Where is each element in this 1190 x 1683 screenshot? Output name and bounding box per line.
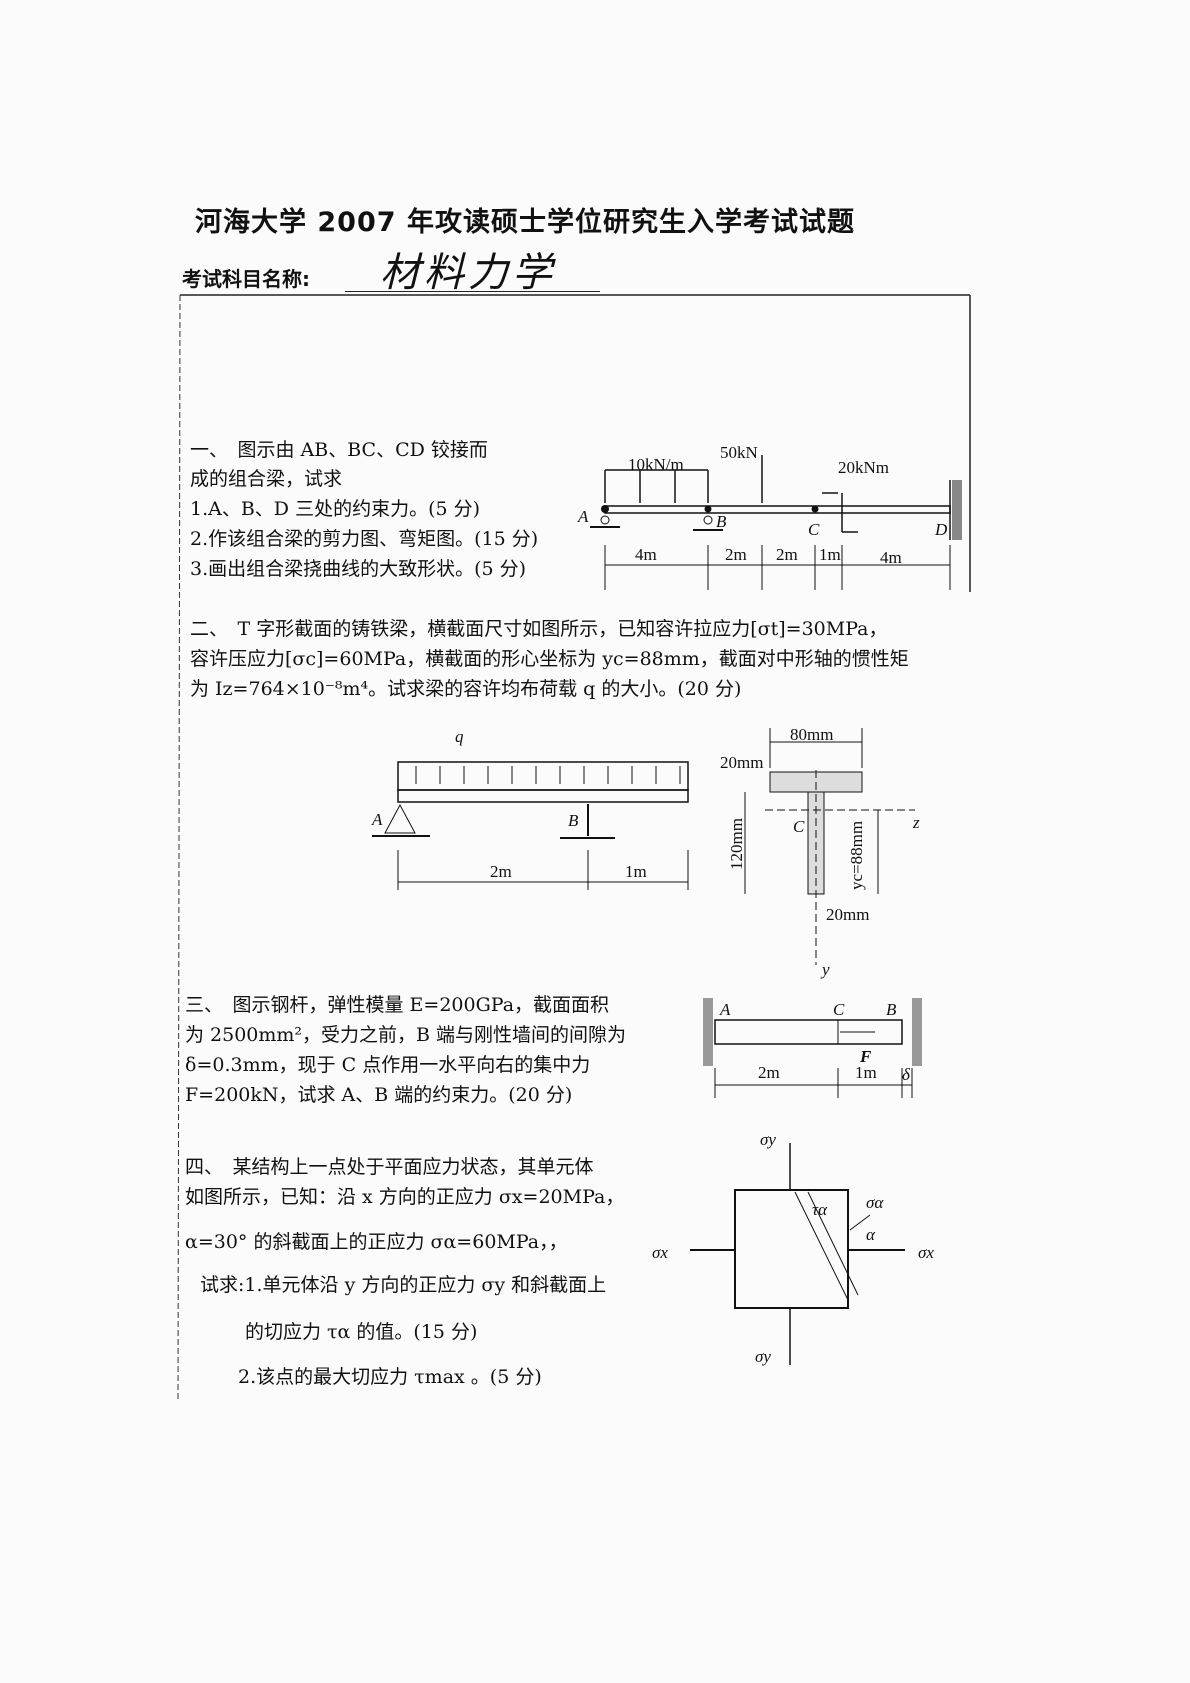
svg-text:C: C bbox=[793, 817, 805, 836]
svg-text:σα: σα bbox=[866, 1193, 884, 1212]
svg-text:A: A bbox=[371, 810, 383, 829]
svg-text:4m: 4m bbox=[635, 545, 657, 564]
figure-stress-element: σy σy σx σx σα τα α bbox=[652, 1130, 934, 1366]
svg-text:A: A bbox=[719, 1000, 731, 1019]
svg-text:yc=88mm: yc=88mm bbox=[847, 821, 866, 890]
svg-text:σx: σx bbox=[652, 1243, 668, 1262]
svg-text:2m: 2m bbox=[776, 545, 798, 564]
q3-line: δ=0.3mm，现于 C 点作用一水平向右的集中力 bbox=[185, 1054, 591, 1076]
svg-text:z: z bbox=[912, 813, 920, 832]
svg-text:20kNm: 20kNm bbox=[838, 458, 889, 477]
svg-text:1m: 1m bbox=[625, 862, 647, 881]
exam-title: 河海大学 2007 年攻读硕士学位研究生入学考试试题 bbox=[195, 207, 855, 238]
svg-text:20mm: 20mm bbox=[826, 905, 869, 924]
svg-text:2m: 2m bbox=[758, 1063, 780, 1082]
q4-line: 如图所示，已知：沿 x 方向的正应力 σx=20MPa， bbox=[185, 1186, 625, 1208]
svg-text:B: B bbox=[568, 811, 579, 830]
q4-line: 的切应力 τα 的值。(15 分) bbox=[245, 1321, 478, 1343]
svg-text:C: C bbox=[833, 1000, 845, 1019]
svg-text:1m: 1m bbox=[819, 545, 841, 564]
q4-line: α=30° 的斜截面上的正应力 σα=60MPa，， bbox=[185, 1231, 568, 1253]
svg-text:120mm: 120mm bbox=[727, 818, 746, 870]
svg-text:σx: σx bbox=[918, 1243, 934, 1262]
q2-line: 容许压应力[σc]=60MPa，横截面的形心坐标为 yc=88mm，截面对中形轴… bbox=[190, 648, 909, 670]
svg-text:2m: 2m bbox=[490, 862, 512, 881]
svg-text:10kN/m: 10kN/m bbox=[628, 455, 684, 474]
q2-line: 二、 T 字形截面的铸铁梁，横截面尺寸如图所示，已知容许拉应力[σt]=30MP… bbox=[190, 618, 888, 640]
svg-text:α: α bbox=[866, 1225, 876, 1244]
frame-left bbox=[177, 294, 181, 1401]
q3-line: 为 2500mm²，受力之前，B 端与刚性墙间的间隙为 bbox=[185, 1024, 627, 1046]
svg-text:2m: 2m bbox=[725, 545, 747, 564]
svg-text:A: A bbox=[577, 507, 589, 526]
svg-text:80mm: 80mm bbox=[790, 725, 833, 744]
svg-text:δ: δ bbox=[902, 1065, 911, 1084]
q1-line: 1.A、B、D 三处的约束力。(5 分) bbox=[190, 498, 481, 520]
svg-text:σy: σy bbox=[755, 1347, 771, 1366]
q3-line: F=200kN，试求 A、B 端的约束力。(20 分) bbox=[185, 1084, 573, 1106]
subject-label: 考试科目名称: bbox=[182, 267, 310, 291]
q3-line: 三、 图示钢杆，弹性模量 E=200GPa，截面面积 bbox=[185, 994, 610, 1016]
q4-line: 2.该点的最大切应力 τmax 。(5 分) bbox=[238, 1366, 542, 1388]
svg-text:q: q bbox=[455, 727, 464, 746]
q1-line: 2.作该组合梁的剪力图、弯矩图。(15 分) bbox=[190, 528, 539, 550]
svg-text:4m: 4m bbox=[880, 548, 902, 567]
svg-text:50kN: 50kN bbox=[720, 443, 758, 462]
svg-text:C: C bbox=[808, 520, 820, 539]
q4-line: 试求:1.单元体沿 y 方向的正应力 σy 和斜截面上 bbox=[200, 1274, 607, 1296]
q1-line: 3.画出组合梁挠曲线的大致形状。(5 分) bbox=[190, 558, 527, 580]
figure-compound-beam: 10kN/m 50kN 20kNm A B C D 4m 2m 2m 1m 4m bbox=[577, 443, 962, 590]
svg-text:σy: σy bbox=[760, 1130, 776, 1149]
wall-D bbox=[952, 480, 962, 540]
figure-t-beam: q A B 2m 1m 80mm 20mm 120mm z y C yc=88mm 2… bbox=[371, 725, 920, 979]
svg-text:20mm: 20mm bbox=[720, 753, 763, 772]
q4-line: 四、 某结构上一点处于平面应力状态，其单元体 bbox=[185, 1156, 594, 1178]
q1-line: 一、 图示由 AB、BC、CD 铰接而 bbox=[190, 439, 488, 461]
q1-line: 成的组合梁，试求 bbox=[190, 468, 343, 490]
svg-text:B: B bbox=[886, 1000, 897, 1019]
svg-text:1m: 1m bbox=[855, 1063, 877, 1082]
svg-text:F: F bbox=[859, 1047, 872, 1066]
figure-steel-bar: A C B F 2m 1m δ bbox=[703, 998, 922, 1098]
q2-line: 为 Iz=764×10⁻⁸m⁴。试求梁的容许均布荷载 q 的大小。(20 分) bbox=[190, 678, 742, 700]
svg-text:B: B bbox=[716, 512, 727, 531]
subject-handwritten: 材料力学 bbox=[380, 250, 556, 296]
svg-text:y: y bbox=[820, 960, 830, 979]
subject-underline bbox=[345, 291, 600, 292]
svg-text:τα: τα bbox=[812, 1200, 828, 1219]
svg-text:D: D bbox=[934, 520, 948, 539]
